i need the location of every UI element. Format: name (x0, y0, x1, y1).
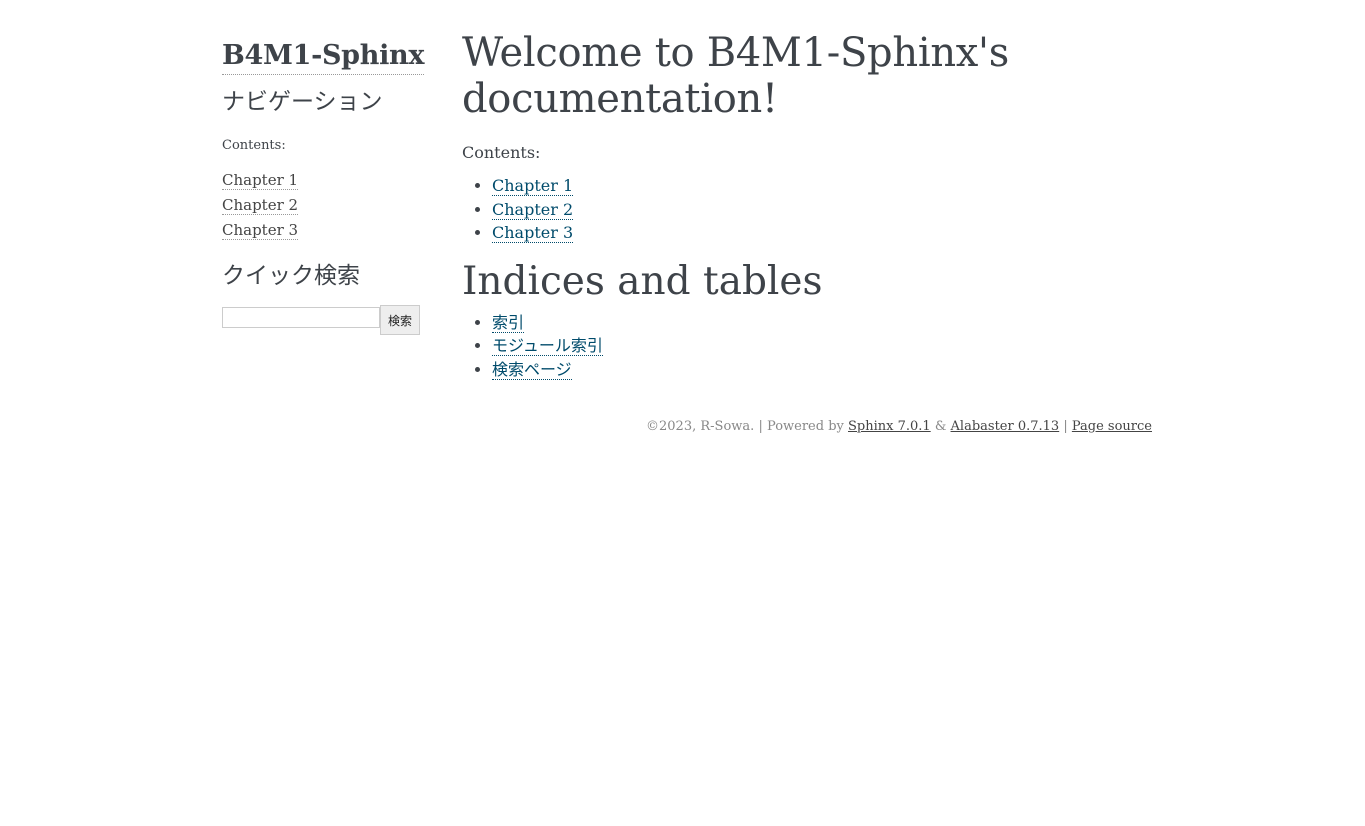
navigation-heading: ナビゲーション (222, 89, 383, 115)
chapter-2-link[interactable]: Chapter 2 (492, 199, 574, 220)
page-title: Welcome to B4M1-Sphinx's documentation! (462, 30, 1009, 122)
quick-search-heading: クイック検索 (222, 263, 360, 289)
toc-item: Chapter 1 (492, 174, 1152, 198)
sphinx-link[interactable]: Sphinx 7.0.1 (848, 419, 931, 434)
main-content: Welcome to B4M1-Sphinx's documentation! … (462, 30, 1152, 381)
search-button[interactable]: 検索 (380, 305, 420, 335)
search-form: 検索 (222, 305, 432, 335)
indices-heading: Indices and tables (462, 258, 823, 304)
sidebar-toc: Chapter 1 Chapter 2 Chapter 3 (222, 168, 432, 243)
sidebar-chapter-1-link[interactable]: Chapter 1 (222, 171, 299, 190)
footer-separator: | (1063, 419, 1068, 434)
site-logo-link[interactable]: B4M1-Sphinx (222, 38, 424, 75)
sidebar-chapter-3-link[interactable]: Chapter 3 (222, 221, 299, 240)
footer-separator: | (758, 419, 763, 434)
indices-list: 索引 モジュール索引 検索ページ (462, 311, 1152, 382)
indices-item: 索引 (492, 311, 1152, 335)
chapter-3-link[interactable]: Chapter 3 (492, 223, 574, 243)
copyright-text: ©2023, R-Sowa. (646, 419, 755, 434)
modindex-link[interactable]: モジュール索引 (492, 336, 603, 356)
sidebar-contents-caption: Contents: (222, 138, 286, 153)
sidebar-chapter-2-link[interactable]: Chapter 2 (222, 196, 299, 215)
toc-item: Chapter 2 (492, 198, 1152, 222)
search-input[interactable] (222, 307, 380, 328)
chapter-1-link[interactable]: Chapter 1 (492, 176, 574, 196)
alabaster-link[interactable]: Alabaster 0.7.13 (950, 419, 1060, 434)
page-source-link[interactable]: Page source (1071, 419, 1152, 434)
toc-caption: Contents: (462, 143, 541, 162)
indices-item: モジュール索引 (492, 334, 1152, 358)
powered-by-text: Powered by (766, 419, 844, 434)
footer: ©2023, R-Sowa. | Powered by Sphinx 7.0.1… (462, 418, 1152, 436)
sidebar-toc-item: Chapter 3 (222, 218, 432, 243)
sidebar-toc-item: Chapter 2 (222, 193, 432, 218)
genindex-link[interactable]: 索引 (492, 312, 525, 333)
search-page-link[interactable]: 検索ページ (492, 359, 572, 380)
ampersand-text: & (934, 419, 947, 434)
sidebar: B4M1-Sphinx ナビゲーション Contents: Chapter 1 … (222, 38, 432, 335)
toc-list: Chapter 1 Chapter 2 Chapter 3 (462, 174, 1152, 245)
sidebar-toc-item: Chapter 1 (222, 168, 432, 193)
toc-item: Chapter 3 (492, 221, 1152, 245)
indices-item: 検索ページ (492, 358, 1152, 382)
